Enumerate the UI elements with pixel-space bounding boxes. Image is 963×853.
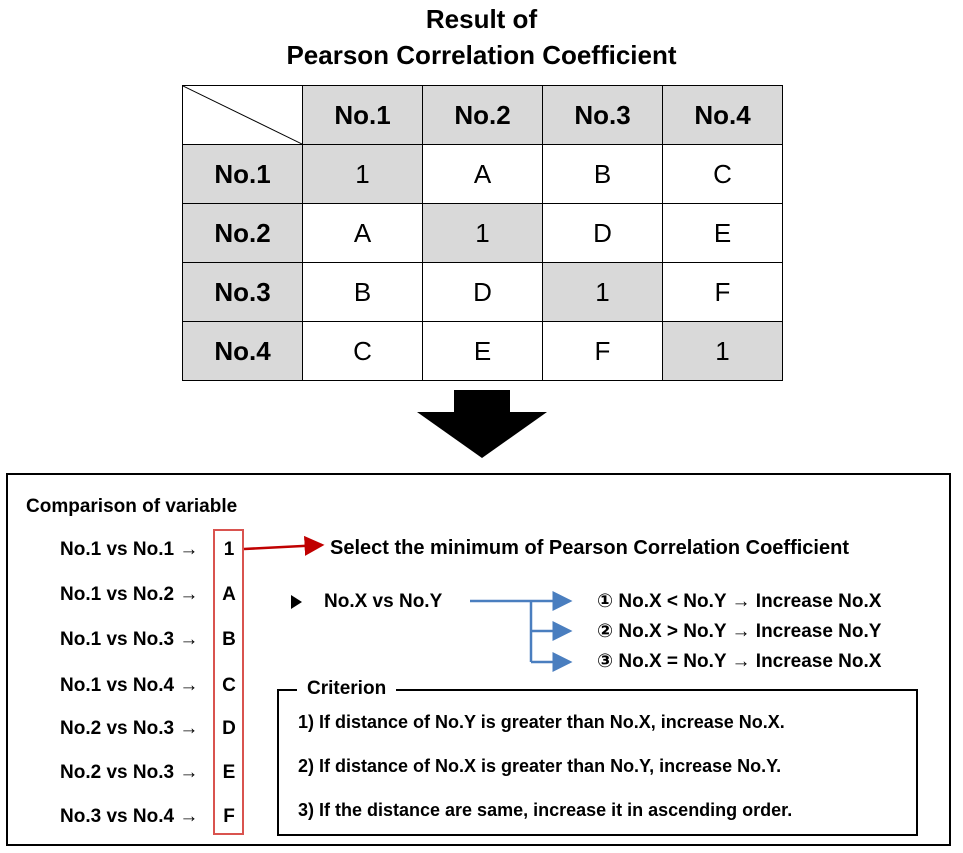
table-cell: B xyxy=(302,262,423,322)
column-header: No.2 xyxy=(422,85,543,145)
rule-option: ③ No.X = No.Y → Increase No.X xyxy=(597,651,882,672)
comparison-item: No.1 vs No.1 → xyxy=(60,539,199,560)
comparison-item: No.1 vs No.2 → xyxy=(60,584,199,605)
table-cell: A xyxy=(302,203,423,263)
title-line-1: Result of xyxy=(425,4,538,34)
comparison-title: Comparison of variable xyxy=(26,496,238,517)
rule-label: No.X vs No.Y xyxy=(324,591,443,612)
criterion-box xyxy=(277,689,918,836)
comparison-item: No.3 vs No.4 → xyxy=(60,806,199,827)
comparison-value: 1 xyxy=(223,539,235,560)
select-minimum-text: Select the minimum of Pearson Correlatio… xyxy=(330,537,849,559)
table-cell: B xyxy=(542,144,663,204)
diagonal-line xyxy=(183,86,302,144)
comparison-item: No.2 vs No.3 → xyxy=(60,762,199,783)
comparison-value: F xyxy=(223,806,235,827)
criterion-item: 1) If distance of No.Y is greater than N… xyxy=(298,712,785,732)
criterion-label: Criterion xyxy=(297,678,397,700)
comparison-value: E xyxy=(222,762,236,783)
table-cell: F xyxy=(662,262,783,322)
comparison-value: D xyxy=(222,718,236,739)
comparison-value: B xyxy=(222,629,236,650)
comparison-value: C xyxy=(222,675,236,696)
comparison-item: No.1 vs No.4 → xyxy=(60,675,199,696)
comparison-item: No.2 vs No.3 → xyxy=(60,718,199,739)
red-arrow-icon xyxy=(243,535,325,556)
table-row: No.3 B D 1 F xyxy=(182,262,783,322)
correlation-table: No.1 No.2 No.3 No.4 No.1 1 A B C No.2 A … xyxy=(182,85,783,381)
down-arrow-icon xyxy=(417,390,547,458)
table-row: No.1 1 A B C xyxy=(182,144,783,204)
table-cell: 1 xyxy=(542,262,663,322)
table-cell: C xyxy=(662,144,783,204)
table-corner-cell xyxy=(182,85,303,145)
table-row: No.4 C E F 1 xyxy=(182,321,783,381)
table-cell: 1 xyxy=(302,144,423,204)
comparison-item: No.1 vs No.3 → xyxy=(60,629,199,650)
row-header: No.1 xyxy=(182,144,303,204)
criterion-item: 2) If distance of No.X is greater than N… xyxy=(298,756,782,776)
row-header: No.2 xyxy=(182,203,303,263)
table-cell: A xyxy=(422,144,543,204)
column-header: No.4 xyxy=(662,85,783,145)
row-header: No.4 xyxy=(182,321,303,381)
rule-option: ② No.X > No.Y → Increase No.Y xyxy=(597,621,882,642)
rule-option: ① No.X < No.Y → Increase No.X xyxy=(597,591,882,612)
table-cell: E xyxy=(422,321,543,381)
selected-values-box xyxy=(213,529,244,835)
criterion-item: 3) If the distance are same, increase it… xyxy=(298,800,793,820)
column-header: No.1 xyxy=(302,85,423,145)
table-cell: 1 xyxy=(422,203,543,263)
comparison-value: A xyxy=(222,584,236,605)
triangle-bullet-icon xyxy=(291,595,302,609)
table-cell: 1 xyxy=(662,321,783,381)
row-header: No.3 xyxy=(182,262,303,322)
comparison-panel xyxy=(6,473,951,846)
table-cell: C xyxy=(302,321,423,381)
title-line-2: Pearson Correlation Coefficient xyxy=(286,40,677,70)
table-cell: E xyxy=(662,203,783,263)
table-cell: F xyxy=(542,321,663,381)
blue-branch-arrows-icon xyxy=(470,591,573,672)
